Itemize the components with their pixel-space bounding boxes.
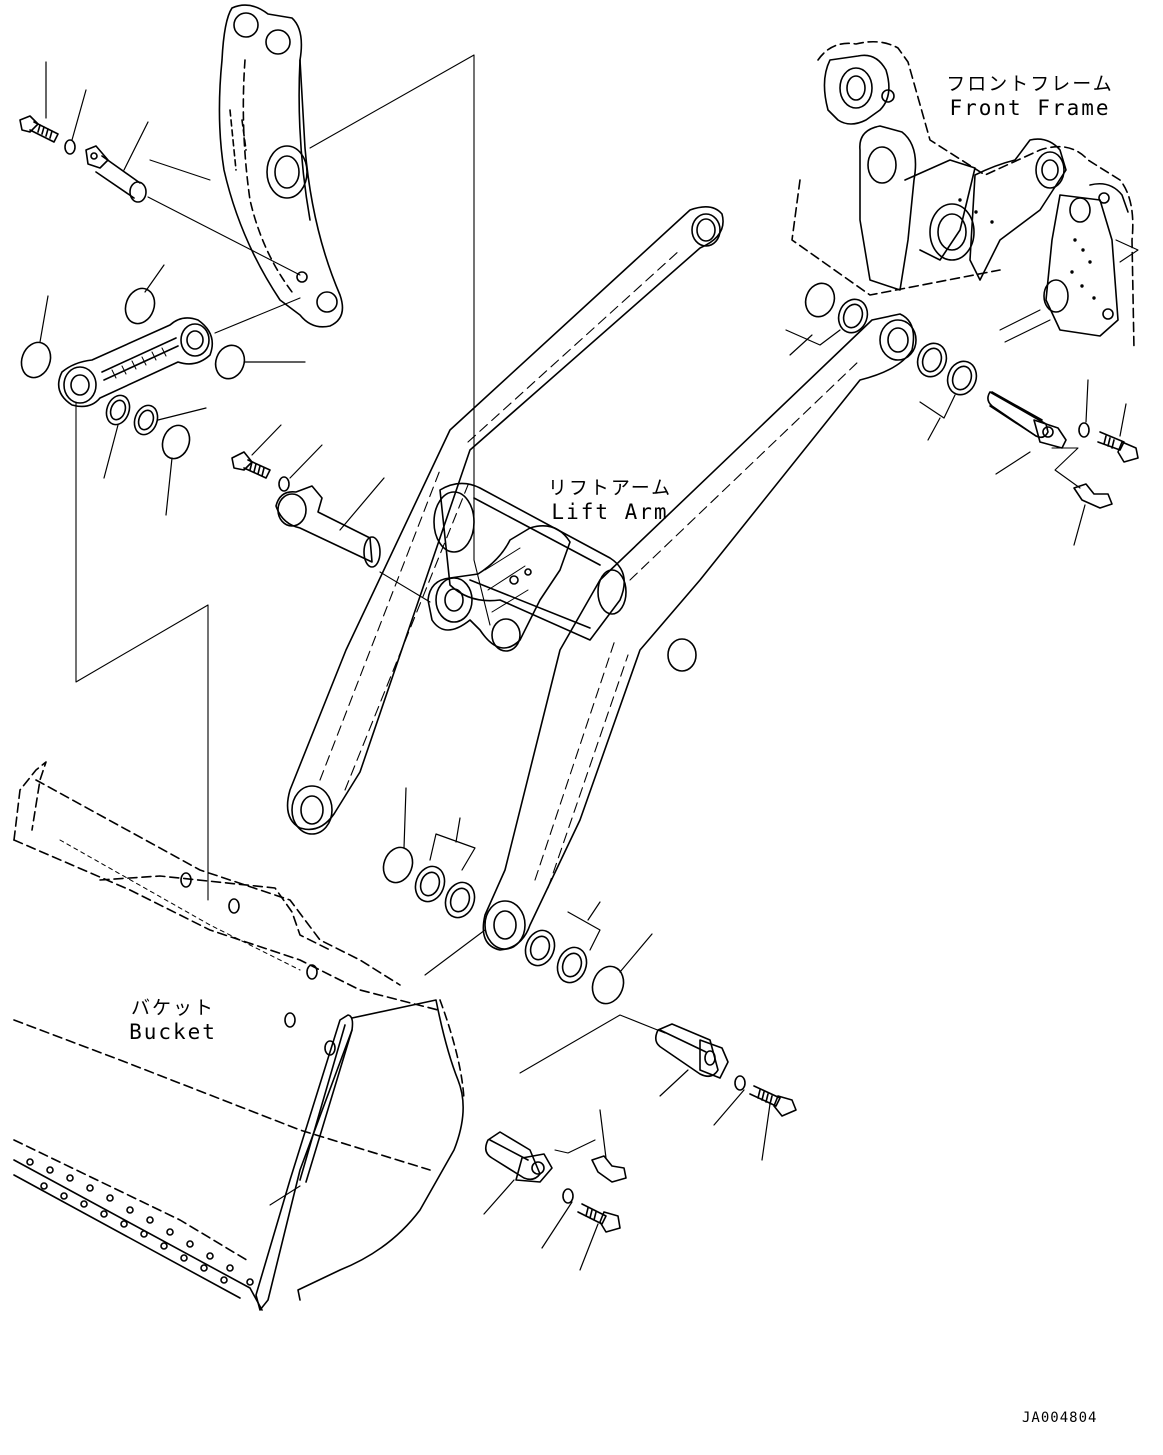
front-frame-label-jp: フロントフレーム	[946, 73, 1114, 95]
lift-arm	[288, 207, 916, 950]
bellcrank	[219, 5, 342, 327]
front-frame-label-en: Front Frame	[949, 95, 1111, 120]
bucket-label: バケット Bucket	[118, 997, 228, 1044]
tilt-link	[17, 265, 305, 515]
lift-arm-label-en: Lift Arm	[551, 499, 669, 524]
lift-arm-rear-seals	[786, 279, 981, 440]
lift-arm-label: リフトアーム Lift Arm	[540, 477, 680, 524]
bucket-pin-set-upper	[656, 1024, 796, 1160]
bucket-label-en: Bucket	[129, 1019, 217, 1044]
front-frame	[792, 42, 1138, 350]
bucket-label-jp: バケット	[130, 997, 215, 1019]
front-frame-label: フロントフレーム Front Frame	[945, 73, 1115, 120]
top-left-pin-set	[20, 62, 148, 202]
bucket-pin-set-lower	[484, 1110, 626, 1270]
drawing-code: JA004804	[1022, 1410, 1098, 1426]
center-pin-set	[232, 425, 384, 567]
lower-seals	[379, 788, 652, 1008]
frame-pin-set	[988, 380, 1138, 545]
leader-lines	[76, 55, 1080, 1153]
bucket	[14, 762, 464, 1310]
lift-arm-label-jp: リフトアーム	[547, 477, 673, 499]
